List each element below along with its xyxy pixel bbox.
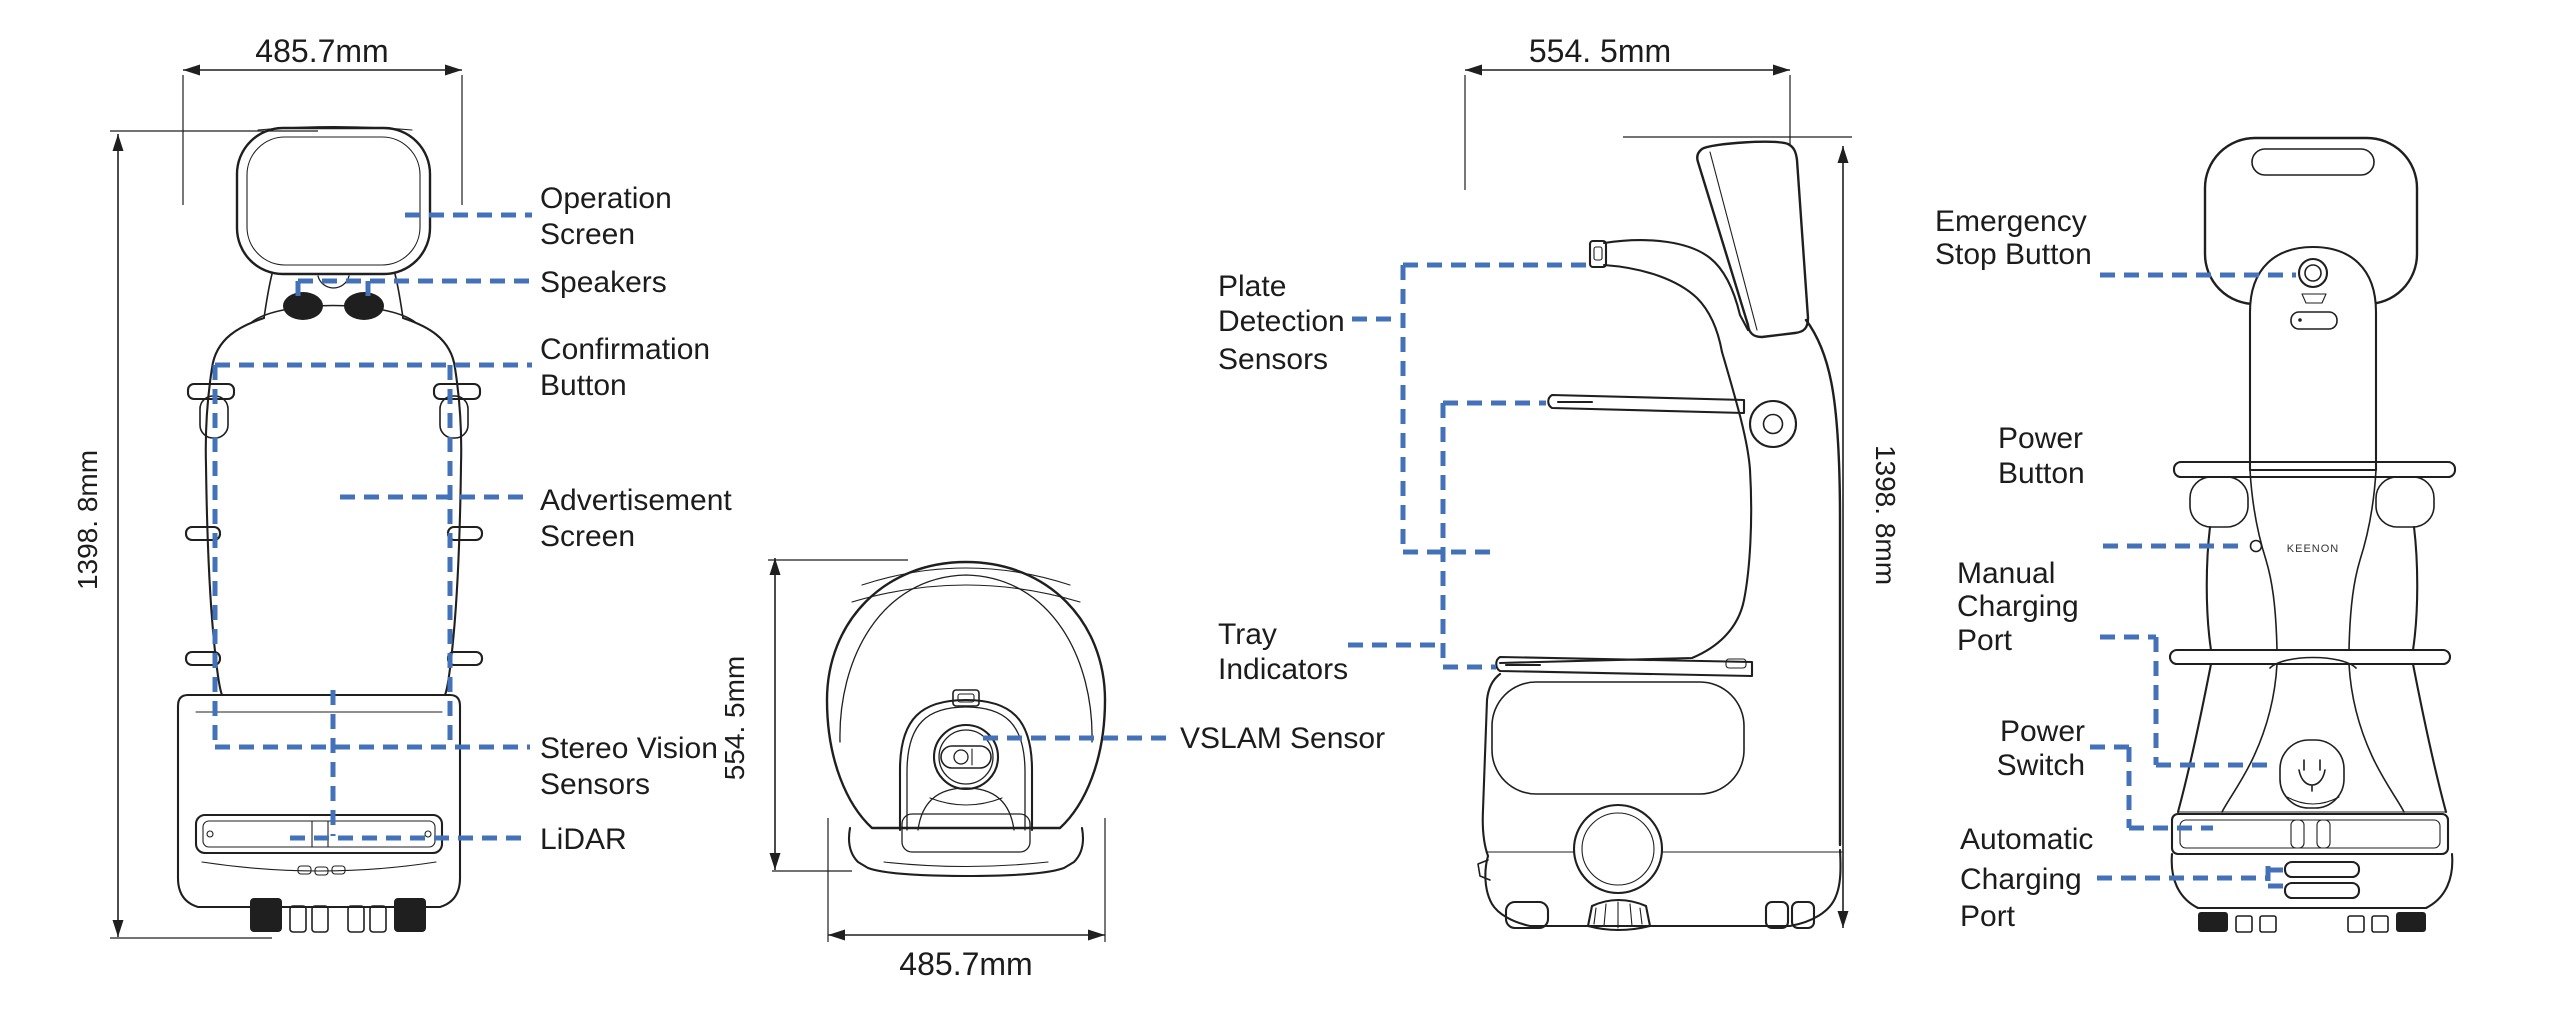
label-speakers: Speakers — [540, 266, 667, 299]
svg-text:Stop Button: Stop Button — [1935, 238, 2092, 271]
front-tray-arms — [184, 382, 484, 667]
front-height-dimension: 1398. 8mm — [72, 130, 318, 939]
back-robot-drawing: KEENON — [2168, 136, 2457, 933]
top-view: 554. 5mm 485.7mm — [719, 558, 1385, 982]
power-plug-icon — [2298, 759, 2326, 792]
label-power-switch: Power — [2000, 715, 2085, 748]
power-switch-icon — [2279, 739, 2345, 809]
tray-pivot-hub — [1748, 399, 1798, 449]
label-emergency-stop-button: Emergency — [1935, 205, 2087, 238]
front-leader-lines — [212, 212, 532, 841]
leader-power-switch — [2090, 744, 2213, 831]
front-robot-drawing — [176, 125, 484, 933]
top-height-dimension: 554. 5mm — [719, 558, 908, 872]
front-width-value: 485.7mm — [255, 33, 388, 69]
label-automatic-charging-port: Automatic — [1960, 823, 2093, 856]
svg-text:Port: Port — [1957, 624, 2013, 657]
svg-text:Screen: Screen — [540, 520, 635, 553]
top-robot-drawing — [825, 560, 1107, 878]
side-depth-value: 554. 5mm — [1529, 33, 1671, 69]
label-advertisement-screen: Advertisement — [540, 484, 732, 517]
front-labels: Operation Screen Speakers Confirmation B… — [540, 182, 732, 856]
lidar-window — [194, 813, 444, 855]
top-width-dimension: 485.7mm — [827, 818, 1106, 982]
plate-detection-sensor-icon — [1588, 239, 1608, 269]
svg-text:Charging: Charging — [1960, 863, 2082, 896]
leader-speakers — [295, 278, 532, 296]
side-tray-2 — [1495, 655, 1754, 678]
speakers-icon — [283, 292, 384, 320]
leader-manual-charging — [2100, 634, 2274, 768]
front-height-value: 1398. 8mm — [72, 450, 103, 590]
side-height-dimension: 1398. 8mm — [1623, 136, 1901, 928]
svg-text:Button: Button — [1998, 457, 2085, 490]
leader-tray-indicators — [1348, 400, 1546, 670]
side-labels: Plate Detection Sensors Tray Indicators — [1218, 270, 1348, 686]
power-button-icon — [2249, 539, 2263, 553]
vslam-sensor-icon — [898, 689, 1034, 832]
side-robot-drawing — [1477, 140, 1843, 932]
label-vslam-sensor: VSLAM Sensor — [1180, 722, 1385, 755]
emergency-stop-button-icon — [2290, 257, 2338, 330]
back-wheels — [2198, 912, 2426, 933]
svg-text:Detection: Detection — [1218, 305, 1345, 338]
svg-text:Sensors: Sensors — [1218, 343, 1328, 376]
svg-text:Switch: Switch — [1997, 749, 2085, 782]
top-height-value: 554. 5mm — [719, 656, 750, 781]
label-stereo-vision-sensors: Stereo Vision — [540, 732, 718, 765]
leader-automatic-charging — [2097, 866, 2283, 890]
automatic-charging-contacts-icon — [2283, 860, 2361, 900]
back-labels: Emergency Stop Button Power Button Manua… — [1935, 205, 2093, 933]
back-leader-lines — [2090, 272, 2296, 890]
advertisement-screen-dashed-frame — [212, 365, 453, 747]
front-view: 485.7mm 1398. 8mm — [72, 33, 732, 939]
label-tray-indicators: Tray — [1218, 618, 1277, 651]
keenon-logo: KEENON — [2287, 543, 2339, 555]
label-lidar: LiDAR — [540, 823, 627, 856]
svg-text:Sensors: Sensors — [540, 768, 650, 801]
side-height-value: 1398. 8mm — [1870, 445, 1901, 585]
back-view: KEENON — [1935, 136, 2457, 933]
label-operation-screen: Operation — [540, 182, 672, 215]
label-manual-charging-port: Manual — [1957, 557, 2055, 590]
side-view: 554. 5mm 1398. 8mm — [1218, 33, 1901, 932]
side-leader-lines — [1348, 262, 1588, 670]
side-wheels — [1504, 898, 1816, 932]
label-power-button: Power — [1998, 422, 2083, 455]
svg-text:Button: Button — [540, 369, 627, 402]
svg-text:Screen: Screen — [540, 218, 635, 251]
label-plate-detection-sensors: Plate — [1218, 270, 1286, 303]
svg-text:Port: Port — [1960, 900, 2016, 933]
label-confirmation-button: Confirmation — [540, 333, 710, 366]
svg-text:Charging: Charging — [1957, 590, 2079, 623]
front-width-dimension: 485.7mm — [182, 33, 463, 205]
side-depth-dimension: 554. 5mm — [1464, 33, 1791, 207]
side-tray-1 — [1547, 393, 1746, 415]
operation-screen-outline — [235, 126, 432, 276]
front-wheels — [250, 898, 426, 933]
svg-text:Indicators: Indicators — [1218, 653, 1348, 686]
top-width-value: 485.7mm — [899, 946, 1032, 982]
